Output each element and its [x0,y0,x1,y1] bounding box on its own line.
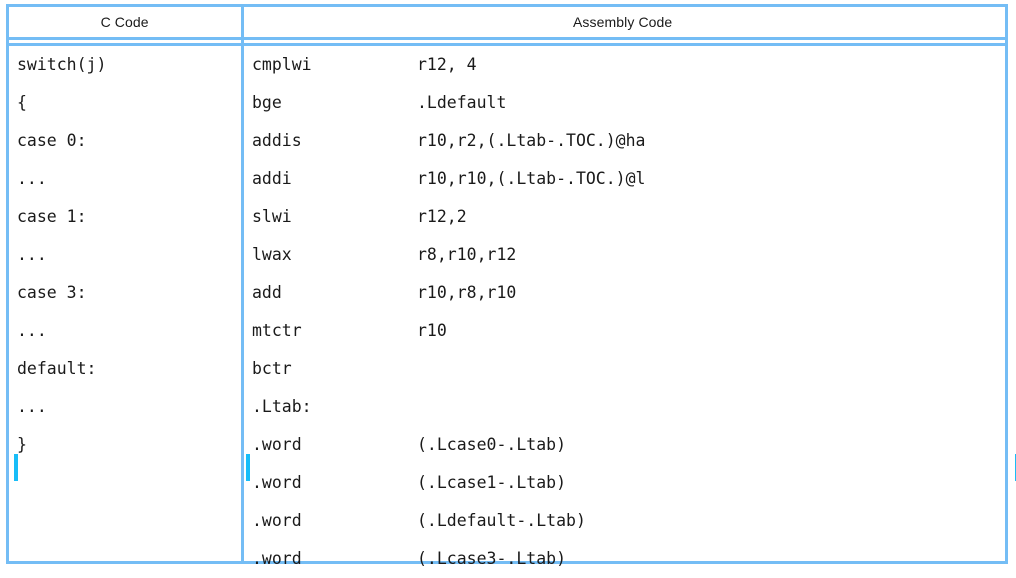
table-header-row: C Code Assembly Code [9,7,1005,37]
assembly-mnemonic: .word [252,473,302,492]
assembly-operand: .Ldefault [417,93,507,112]
header-c-code: C Code [100,14,149,30]
assembly-operand: (.Lcase0-.Ltab) [417,435,567,454]
c-code-line: case 1: [17,207,87,226]
assembly-code-line: add r10,r8,r10 [244,274,1005,312]
assembly-mnemonic: .word [252,435,302,454]
table-body: switch(j) { case 0:... case 1:... case 3:...… [9,46,1005,568]
assembly-code-line: mtctr r10 [244,312,1005,350]
c-code-line: switch(j) [17,55,107,74]
assembly-code-line: slwi r12,2 [244,198,1005,236]
assembly-mnemonic: addi [252,169,292,188]
assembly-mnemonic: slwi [252,207,292,226]
assembly-operand: r10,r8,r10 [417,283,517,302]
assembly-code-line: .word (.Lcase1-.Ltab) [244,464,1005,502]
assembly-operand: r10 [417,321,447,340]
assembly-code-line: .Ltab: [244,388,1005,426]
assembly-code-line: .word (.Lcase0-.Ltab) [244,426,1005,464]
c-code-line: { [17,93,27,112]
assembly-mnemonic: .Ltab: [252,397,312,416]
assembly-operand: r10,r2,(.Ltab-.TOC.)@ha [417,131,646,150]
assembly-code-line: cmplwi r12, 4 [244,46,1005,84]
c-code-line: case 3: [17,283,87,302]
assembly-code-column: cmplwi r12, 4 bge .Ldefault addis r10,r2,(.Lt… [244,46,1005,568]
assembly-code-line: addi r10,r10,(.Ltab-.TOC.)@l [244,160,1005,198]
assembly-mnemonic: mtctr [252,321,302,340]
assembly-operand: (.Lcase3-.Ltab) [417,549,567,568]
assembly-operand: r12, 4 [417,55,477,74]
c-code-line: default: [17,359,97,378]
assembly-mnemonic: .word [252,511,302,530]
assembly-operand: (.Ldefault-.Ltab) [417,511,586,530]
assembly-mnemonic: .word [252,549,302,568]
header-rule-lower [9,43,1005,46]
assembly-mnemonic: addis [252,131,302,150]
assembly-code-line: bctr [244,350,1005,388]
c-code-line: ... [17,245,47,264]
column-divider [241,7,244,561]
assembly-operand: r8,r10,r12 [417,245,517,264]
c-code-line: case 0: [17,131,87,150]
c-code-line: } [17,435,27,454]
c-code-line: ... [17,321,47,340]
header-assembly-code: Assembly Code [572,14,673,30]
assembly-mnemonic: cmplwi [252,55,312,74]
assembly-mnemonic: bctr [252,359,292,378]
assembly-operand: (.Lcase1-.Ltab) [417,473,567,492]
c-code-line: ... [17,169,47,188]
assembly-code-line: addis r10,r2,(.Ltab-.TOC.)@ha [244,122,1005,160]
c-code-column: switch(j) { case 0:... case 1:... case 3:...… [9,46,241,561]
c-code-line: ... [17,397,47,416]
assembly-code-line: lwax r8,r10,r12 [244,236,1005,274]
assembly-operand: r12,2 [417,207,467,226]
assembly-mnemonic: add [252,283,282,302]
assembly-mnemonic: bge [252,93,282,112]
assembly-code-line: bge .Ldefault [244,84,1005,122]
c-vs-assembly-table: C Code Assembly Code switch(j) { case 0:..… [6,4,1016,568]
header-rule-upper [9,37,1005,40]
assembly-code-line: .word (.Lcase3-.Ltab) [244,540,1005,578]
assembly-code-line: .word (.Ldefault-.Ltab) [244,502,1005,540]
assembly-mnemonic: lwax [252,245,292,264]
assembly-operand: r10,r10,(.Ltab-.TOC.)@l [417,169,646,188]
